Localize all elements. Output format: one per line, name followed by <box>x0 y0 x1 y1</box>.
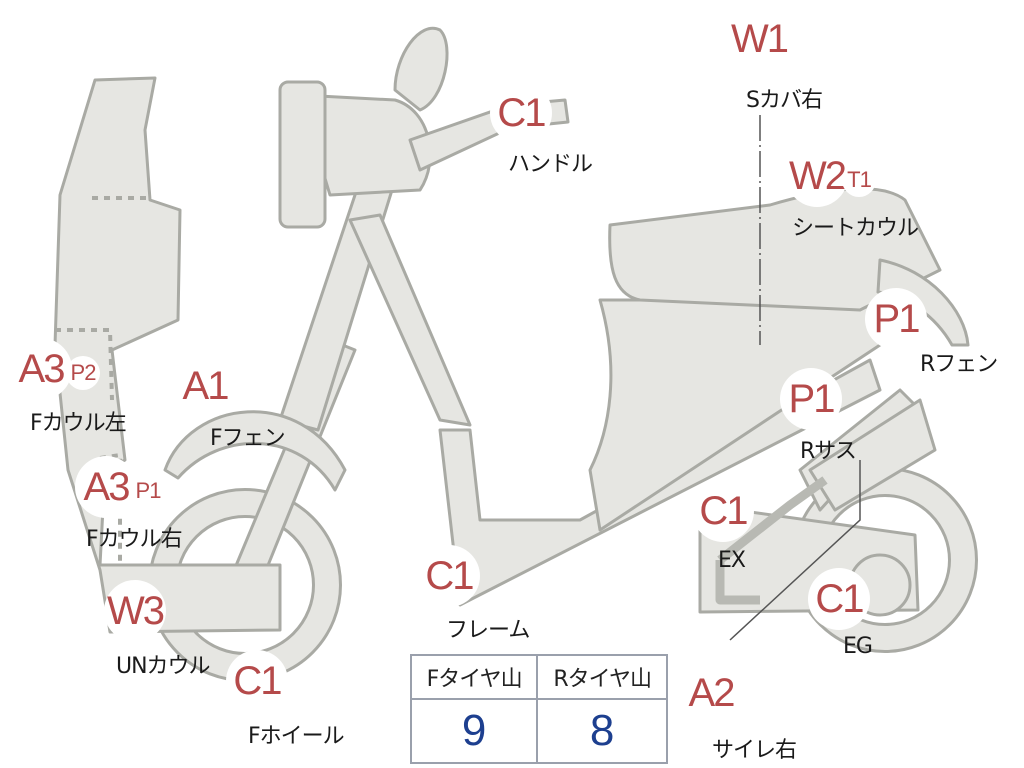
code-badge: P1 <box>780 368 842 430</box>
part-label-f-cowl-right: Fカウル右 <box>86 527 183 552</box>
code-badge: A3 <box>10 338 72 400</box>
part-label-handle: ハンドル <box>508 152 593 177</box>
leader-r-sus <box>729 460 861 641</box>
part-label-f-fender: Fフェン <box>210 426 286 451</box>
tire-tread-table: Fタイヤ山 Rタイヤ山 9 8 <box>409 654 668 764</box>
part-label-f-cowl-left: Fカウル左 <box>30 411 127 436</box>
part-label-exhaust: EX <box>718 548 746 573</box>
tire-table-header-front: Fタイヤ山 <box>409 654 539 700</box>
code-badge: A1 <box>174 355 236 417</box>
code-badge-small: P2 <box>66 356 100 390</box>
code-badge: P1 <box>865 288 927 350</box>
headlight <box>278 80 327 229</box>
part-label-engine: EG <box>843 634 873 659</box>
code-badge: W1 <box>728 8 790 70</box>
part-label-f-wheel: Fホイール <box>248 724 345 749</box>
windscreen <box>393 26 449 112</box>
tire-table-header-rear: Rタイヤ山 <box>536 654 668 700</box>
front-fender-shape <box>163 410 347 492</box>
part-label-silencer-right: サイレ右 <box>712 738 797 763</box>
tire-table-header-row: Fタイヤ山 Rタイヤ山 <box>409 654 668 700</box>
frame-tube <box>348 213 472 427</box>
exhaust-pipe <box>717 476 828 564</box>
code-badge-small: P1 <box>131 474 165 508</box>
tire-table-value-row: 9 8 <box>409 698 668 764</box>
part-label-r-suspension: Rサス <box>800 439 857 464</box>
code-badge: W3 <box>104 580 166 642</box>
part-label-seat-cowl: シートカウル <box>792 216 919 241</box>
code-badge: C1 <box>808 568 870 630</box>
code-badge: C1 <box>692 480 754 542</box>
cowl-section-line-mid <box>55 328 114 401</box>
part-label-s-cover-right: Sカバ右 <box>746 88 823 113</box>
part-label-r-fender: Rフェン <box>920 352 998 377</box>
part-label-un-cowl: UNカウル <box>116 654 211 679</box>
exhaust-pipe-lower <box>715 560 760 605</box>
code-badge: A2 <box>680 662 742 724</box>
part-label-frame: フレーム <box>446 618 530 643</box>
code-badge: A3 <box>75 456 137 518</box>
code-badge: C1 <box>418 545 480 607</box>
silencer <box>808 398 937 512</box>
code-badge: C1 <box>490 82 552 144</box>
tire-table-value-rear: 8 <box>536 698 668 764</box>
code-badge: C1 <box>226 650 288 712</box>
tire-table-value-front: 9 <box>409 698 539 764</box>
code-badge-small: T1 <box>842 163 876 197</box>
code-badge: W2 <box>786 145 848 207</box>
